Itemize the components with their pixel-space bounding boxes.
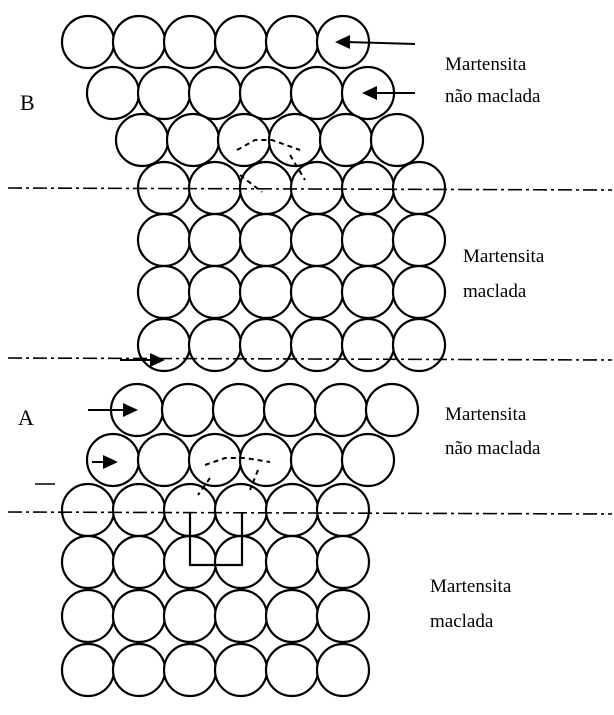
atom-untwinned-top	[289, 65, 345, 121]
atom-untwinned-middle	[262, 382, 318, 438]
label-top-untwinned-1: Martensita	[445, 54, 527, 75]
atom-twinned-upper	[238, 212, 294, 268]
atom-untwinned-top	[267, 112, 323, 168]
label-lower-twinned-1: Martensita	[430, 576, 512, 597]
atom-twinned-upper	[289, 212, 345, 268]
atom-untwinned-top	[238, 65, 294, 121]
atom-untwinned-top	[187, 65, 243, 121]
atom-twinned-lower	[213, 588, 269, 644]
atom-twinned-upper	[289, 264, 345, 320]
atom-untwinned-top	[85, 65, 141, 121]
atom-untwinned-middle	[160, 382, 216, 438]
atom-twinned-upper	[340, 212, 396, 268]
unit-cell-box	[188, 512, 244, 567]
atom-untwinned-middle	[187, 432, 243, 488]
atom-twinned-lower	[60, 534, 116, 590]
atom-twinned-upper	[136, 212, 192, 268]
atom-twinned-lower	[60, 642, 116, 698]
atom-twinned-lower	[264, 482, 320, 538]
label-top-untwinned-2: não maclada	[445, 86, 541, 107]
atom-twinned-lower	[60, 482, 116, 538]
arrow-a-1	[88, 403, 138, 417]
atom-twinned-upper	[187, 264, 243, 320]
atom-twinned-lower	[264, 534, 320, 590]
atom-twinned-lower	[111, 588, 167, 644]
arrow-top-2	[362, 86, 415, 100]
atom-twinned-lower	[315, 482, 371, 538]
atom-twinned-upper	[340, 264, 396, 320]
atom-lattice	[60, 14, 447, 698]
label-lower-twinned-2: maclada	[430, 611, 494, 632]
atom-twinned-lower	[111, 482, 167, 538]
atom-untwinned-top	[60, 14, 116, 70]
atom-twinned-upper	[187, 212, 243, 268]
atom-twinned-upper	[391, 317, 447, 373]
atom-untwinned-top	[264, 14, 320, 70]
label-b: B	[20, 90, 35, 115]
atom-twinned-upper	[289, 160, 345, 216]
label-a: A	[18, 405, 34, 430]
atom-untwinned-middle	[289, 432, 345, 488]
atom-untwinned-top	[162, 14, 218, 70]
atom-untwinned-top	[136, 65, 192, 121]
twin-marker-upper	[236, 139, 306, 193]
atom-untwinned-middle	[238, 432, 294, 488]
atom-twinned-upper	[340, 317, 396, 373]
atom-untwinned-middle	[136, 432, 192, 488]
arrow-top-1	[335, 35, 416, 49]
twin-marker-lower	[197, 457, 271, 496]
atom-twinned-lower	[264, 588, 320, 644]
atom-twinned-lower	[315, 534, 371, 590]
atom-twinned-lower	[111, 534, 167, 590]
atom-untwinned-middle	[211, 382, 267, 438]
arrow-a-2	[92, 455, 118, 469]
atom-untwinned-top	[318, 112, 374, 168]
arrow-middle-boundary	[120, 353, 165, 367]
atom-twinned-upper	[136, 317, 192, 373]
label-middle-untwinned-2: não maclada	[445, 438, 541, 459]
atom-twinned-upper	[238, 264, 294, 320]
atom-twinned-upper	[289, 317, 345, 373]
atom-untwinned-middle	[364, 382, 420, 438]
atom-twinned-lower	[162, 588, 218, 644]
atom-twinned-upper	[340, 160, 396, 216]
atom-untwinned-middle	[313, 382, 369, 438]
atom-twinned-upper	[187, 317, 243, 373]
atom-untwinned-top	[369, 112, 425, 168]
atom-twinned-lower	[111, 642, 167, 698]
atom-twinned-upper	[391, 212, 447, 268]
atom-twinned-lower	[315, 642, 371, 698]
atom-untwinned-top	[111, 14, 167, 70]
label-middle-untwinned-1: Martensita	[445, 404, 527, 425]
atom-twinned-upper	[391, 160, 447, 216]
atom-twinned-upper	[391, 264, 447, 320]
atom-twinned-lower	[213, 642, 269, 698]
atom-untwinned-top	[114, 112, 170, 168]
boundary-line-top	[7, 187, 613, 191]
atom-twinned-upper	[238, 160, 294, 216]
boundary-line-middle	[7, 357, 613, 361]
boundary-line-bottom	[7, 511, 613, 515]
atom-twinned-lower	[60, 588, 116, 644]
atom-twinned-upper	[136, 264, 192, 320]
atom-untwinned-top	[213, 14, 269, 70]
atom-twinned-lower	[315, 588, 371, 644]
atom-twinned-lower	[162, 642, 218, 698]
atom-untwinned-top	[165, 112, 221, 168]
label-upper-twinned-2: maclada	[463, 281, 527, 302]
atom-twinned-lower	[264, 642, 320, 698]
atom-untwinned-middle	[340, 432, 396, 488]
atom-twinned-upper	[238, 317, 294, 373]
label-upper-twinned-1: Martensita	[463, 246, 545, 267]
